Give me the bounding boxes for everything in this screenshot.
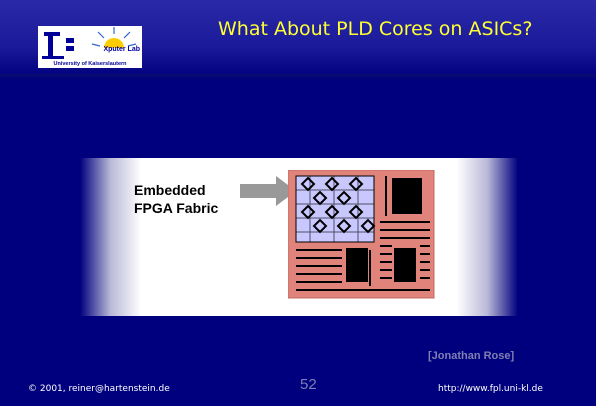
university-logo: Xputer Lab University of Kaiserslautern (38, 26, 142, 68)
callout-line-2: FPGA Fabric (134, 200, 219, 216)
page-number: 52 (300, 376, 317, 393)
footer-copyright: © 2001, reiner@hartenstein.de (28, 384, 170, 394)
asic-die-diagram (288, 170, 435, 299)
footer-url[interactable]: http://www.fpl.uni-kl.de (438, 384, 543, 394)
header-divider (0, 74, 596, 80)
logo-university: University of Kaiserslautern (53, 61, 127, 67)
slide-title: What About PLD Cores on ASICs? (218, 18, 533, 40)
citation: [Jonathan Rose] (428, 350, 515, 362)
callout-line-1: Embedded (134, 182, 206, 198)
pointer-arrow-icon (240, 176, 296, 206)
logo-mark-icon (42, 27, 142, 59)
fabric-callout: Embedded FPGA Fabric (134, 181, 284, 217)
logo-lab-name: Xputer Lab (103, 46, 140, 53)
